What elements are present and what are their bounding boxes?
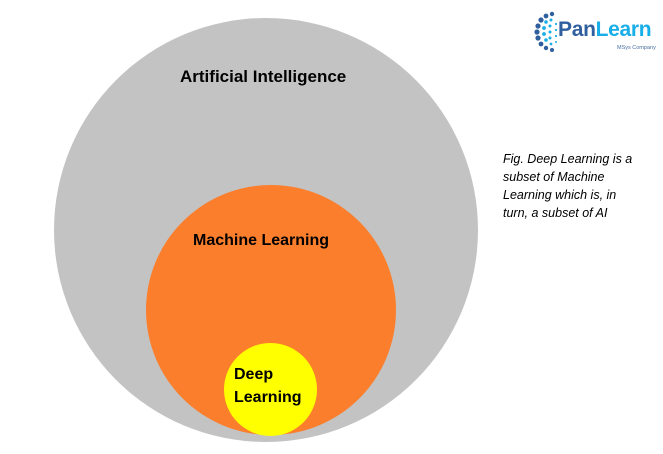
panlearn-logo: PanLearn MSys Company [534,8,658,56]
globe-dots-icon [534,11,558,52]
deep-learning-circle [224,343,317,436]
logo-wordmark: PanLearn [558,18,652,42]
caption-line-2: subset of Machine [503,170,605,184]
deep-learning-label: Deep Learning [234,363,314,409]
logo-tagline: MSys Company [617,45,656,51]
ai-label: Artificial Intelligence [180,67,347,86]
caption-line-1: Fig. Deep Learning is a [503,152,633,166]
deep-learning-label-line1: Deep [234,366,274,383]
figure-caption: Fig. Deep Learning is a subset of Machin… [503,150,653,222]
caption-line-3: Learning which is, in [503,188,617,202]
deep-learning-label-line2: Learning [234,389,302,406]
machine-learning-label: Machine Learning [193,232,330,249]
caption-line-4: turn, a subset of AI [503,206,608,220]
logo-pan: Pan [558,18,596,41]
logo-learn: Learn [595,18,652,41]
